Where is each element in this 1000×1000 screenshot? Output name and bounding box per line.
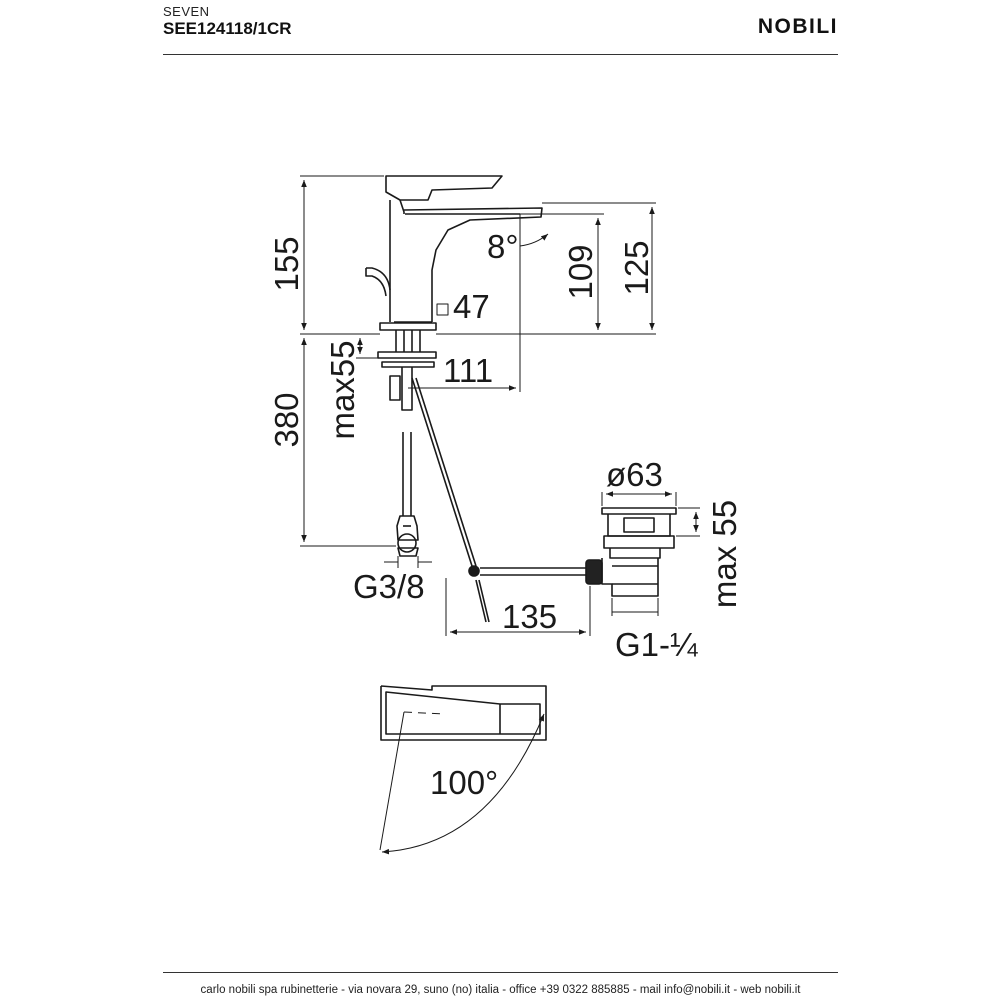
label-waste-thread: G1-¼ bbox=[615, 626, 698, 663]
footer-divider bbox=[163, 972, 838, 973]
label-waste-height: max 55 bbox=[706, 500, 743, 608]
footer-contact: carlo nobili spa rubinetterie - via nova… bbox=[200, 984, 801, 996]
label-deck-thickness: max55 bbox=[324, 340, 361, 439]
faucet-body bbox=[365, 175, 543, 323]
label-spout-angle: 8° bbox=[487, 228, 519, 265]
product-code: SEE124118/1CR bbox=[163, 19, 292, 38]
pop-up-rod bbox=[411, 377, 603, 623]
label-rod-length: 135 bbox=[502, 598, 557, 635]
mounting-hardware bbox=[377, 322, 437, 411]
header-divider bbox=[163, 54, 838, 55]
waste-drain bbox=[601, 507, 677, 597]
handle-top-view bbox=[379, 685, 547, 855]
flexible-hose bbox=[396, 432, 419, 557]
label-body-square: 47 bbox=[453, 288, 490, 325]
brand-logo: NOBILI bbox=[757, 15, 838, 38]
dimension-labels: 155 380 max55 109 125 8° 47 111 G3/8 135… bbox=[268, 228, 743, 801]
label-hose-length: 380 bbox=[268, 392, 305, 447]
label-waste-diameter: ø63 bbox=[606, 456, 663, 493]
label-handle-rotation: 100° bbox=[430, 764, 498, 801]
label-spout-reach: 111 bbox=[443, 352, 493, 389]
label-hose-connection: G3/8 bbox=[353, 568, 425, 605]
series-name: SEVEN bbox=[163, 4, 210, 19]
label-spout-outlet-height: 109 bbox=[562, 244, 599, 299]
label-overall-height: 155 bbox=[268, 236, 305, 291]
label-spout-top-height: 125 bbox=[618, 240, 655, 295]
